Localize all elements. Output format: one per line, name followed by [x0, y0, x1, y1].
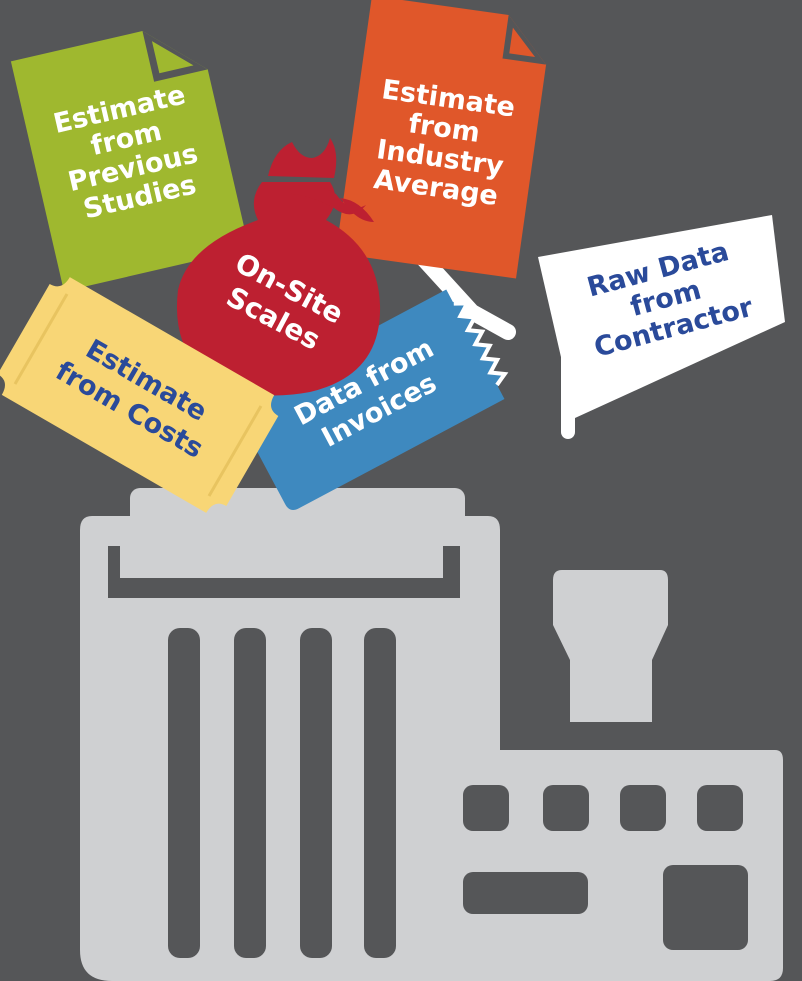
scale-machine-icon — [430, 570, 783, 981]
document-icon — [335, 0, 547, 279]
receipt-icon — [234, 289, 509, 511]
waste-bin-icon — [80, 488, 500, 981]
document-icon — [10, 31, 250, 292]
ticket-icon — [0, 277, 279, 513]
sack-icon — [176, 138, 381, 396]
sign-icon — [412, 215, 785, 439]
industry-average-doc: Estimate from Industry Average — [335, 0, 547, 279]
previous-studies-doc: Estimate from Previous Studies — [10, 31, 250, 292]
